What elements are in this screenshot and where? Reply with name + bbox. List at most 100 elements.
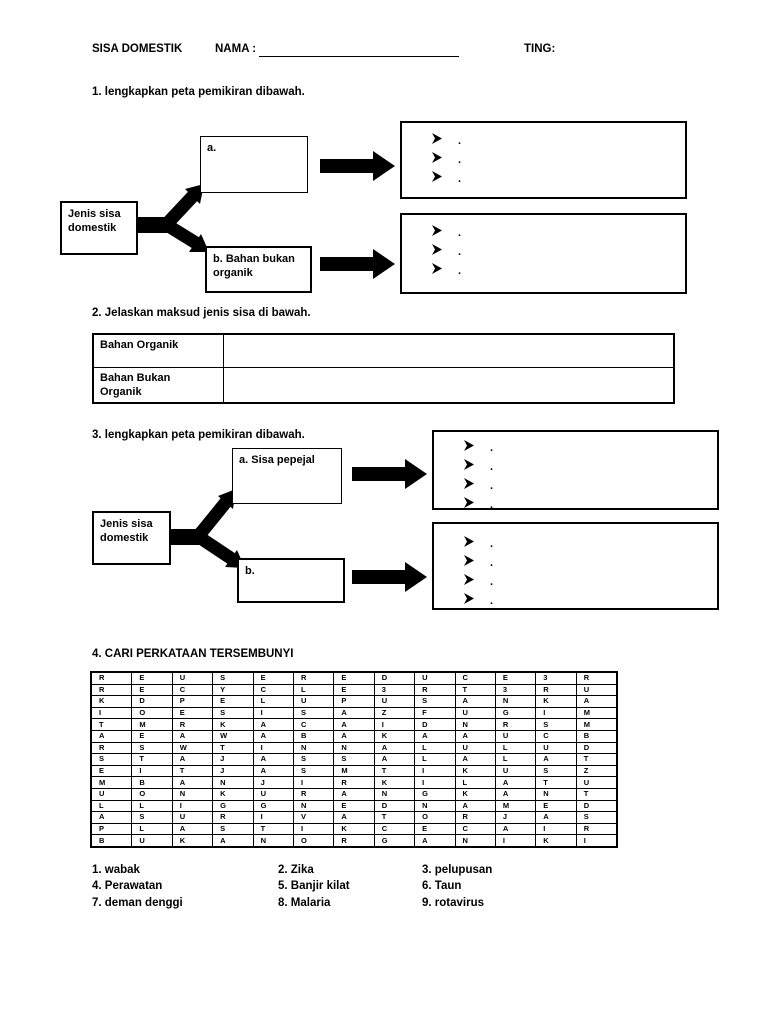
bullet-dot: .	[490, 442, 494, 454]
word-search-cell: L	[131, 799, 173, 813]
word-search-cell: S	[292, 764, 335, 778]
arrowhead-bullet-icon	[464, 574, 474, 585]
word-search-cell: S	[535, 764, 577, 778]
q2-row1-label: Bahan Organik	[92, 333, 224, 368]
word-list-item: 7. deman denggi	[92, 896, 183, 909]
word-search-cell: I	[575, 834, 618, 848]
word-list-item: 1. wabak	[92, 864, 140, 876]
word-search-cell: C	[252, 683, 294, 697]
word-search-cell: C	[454, 671, 496, 685]
word-search-cell: S	[212, 706, 254, 720]
arrowhead-bullet-icon	[464, 459, 474, 470]
q1-arrow-b	[320, 249, 395, 279]
word-search-cell: N	[333, 741, 375, 755]
word-search-cell: E	[171, 706, 214, 720]
word-search-cell: D	[575, 741, 618, 755]
word-search-cell: U	[292, 695, 335, 708]
word-search-cell: P	[171, 695, 214, 708]
bullet-item: .	[434, 455, 717, 474]
word-search-cell: U	[90, 787, 133, 801]
bullet-dot: .	[490, 480, 494, 492]
word-search-cell: K	[454, 764, 496, 778]
word-search-cell: D	[131, 695, 173, 708]
word-search-cell: E	[90, 764, 133, 778]
word-search-cell: S	[131, 811, 173, 824]
word-search-cell: U	[535, 741, 577, 755]
word-search-cell: R	[90, 741, 133, 755]
word-search-cell: E	[414, 822, 456, 836]
word-search-cell: O	[414, 811, 456, 824]
word-search-cell: A	[171, 822, 214, 836]
word-search-cell: A	[333, 811, 375, 824]
word-search-cell: B	[90, 834, 133, 848]
word-search-cell: K	[454, 787, 496, 801]
word-search-cell: R	[333, 776, 375, 789]
word-list-item: 2. Zika	[278, 864, 314, 876]
word-list-item: 8. Malaria	[278, 896, 331, 909]
word-search-cell: K	[333, 822, 375, 836]
q2-table: Bahan Organik Bahan Bukan Organik	[92, 333, 675, 404]
bullet-dot: .	[458, 154, 462, 166]
word-search-cell: A	[373, 741, 416, 755]
q3-answer-box-a: ....	[432, 430, 719, 511]
word-search-cell: A	[373, 753, 416, 766]
word-search-cell: J	[494, 811, 537, 824]
table-row: Bahan Bukan Organik	[92, 366, 675, 403]
word-list-item: 4. Perawatan	[92, 880, 163, 893]
word-search-cell: L	[494, 741, 537, 755]
word-search-cell: Y	[212, 683, 254, 697]
name-blank-line	[259, 56, 459, 57]
word-search-cell: U	[171, 671, 214, 685]
word-search-cell: R	[292, 671, 335, 685]
bullet-dot: .	[490, 538, 494, 550]
word-search-cell: F	[414, 706, 456, 720]
bullet-dot: .	[490, 595, 494, 607]
q1-title: 1. lengkapkan peta pemikiran dibawah.	[92, 86, 305, 98]
bullet-dot: .	[458, 265, 462, 277]
word-search-cell: N	[292, 799, 335, 813]
word-search-cell: L	[252, 695, 294, 708]
word-search-cell: P	[90, 822, 133, 836]
q3-branch-b-label: b.	[245, 565, 255, 577]
word-search-cell: T	[575, 753, 618, 766]
q1-arrow-a	[320, 151, 395, 181]
bullet-dot: .	[458, 173, 462, 185]
arrowhead-bullet-icon	[432, 152, 442, 163]
word-search-cell: I	[292, 822, 335, 836]
word-search-cell: E	[333, 799, 375, 813]
word-search-cell: G	[414, 787, 456, 801]
word-search-cell: R	[90, 671, 133, 685]
word-search-cell: A	[535, 753, 577, 766]
word-search-cell: S	[535, 718, 577, 731]
word-search-cell: A	[414, 729, 456, 743]
word-search-cell: I	[252, 706, 294, 720]
word-search-cell: I	[494, 834, 537, 848]
bullet-item: .	[402, 167, 685, 186]
q4-title: 4. CARI PERKATAAN TERSEMBUNYI	[92, 648, 294, 660]
word-search-cell: N	[252, 834, 294, 848]
word-search-cell: E	[333, 683, 375, 697]
q2-row2-label: Bahan Bukan Organik	[92, 366, 224, 403]
word-search-cell: N	[494, 695, 537, 708]
word-search-cell: T	[373, 811, 416, 824]
word-search-cell: A	[333, 787, 375, 801]
word-search-cell: C	[373, 822, 416, 836]
q1-arrows	[136, 151, 395, 279]
word-search-cell: S	[414, 695, 456, 708]
q1-branch-a-box: a.	[200, 136, 308, 193]
word-search-cell: I	[252, 811, 294, 824]
arrowhead-bullet-icon	[464, 593, 474, 604]
word-search-cell: N	[212, 776, 254, 789]
name-label: NAMA :	[215, 43, 257, 55]
word-search-cell: 3	[373, 683, 416, 697]
word-search-cell: A	[333, 729, 375, 743]
word-search-cell: T	[131, 753, 173, 766]
word-search-cell: A	[171, 776, 214, 789]
word-search-cell: C	[171, 683, 214, 697]
q1-branch-b-box: b. Bahan bukan organik	[205, 246, 312, 293]
word-search-cell: I	[373, 718, 416, 731]
